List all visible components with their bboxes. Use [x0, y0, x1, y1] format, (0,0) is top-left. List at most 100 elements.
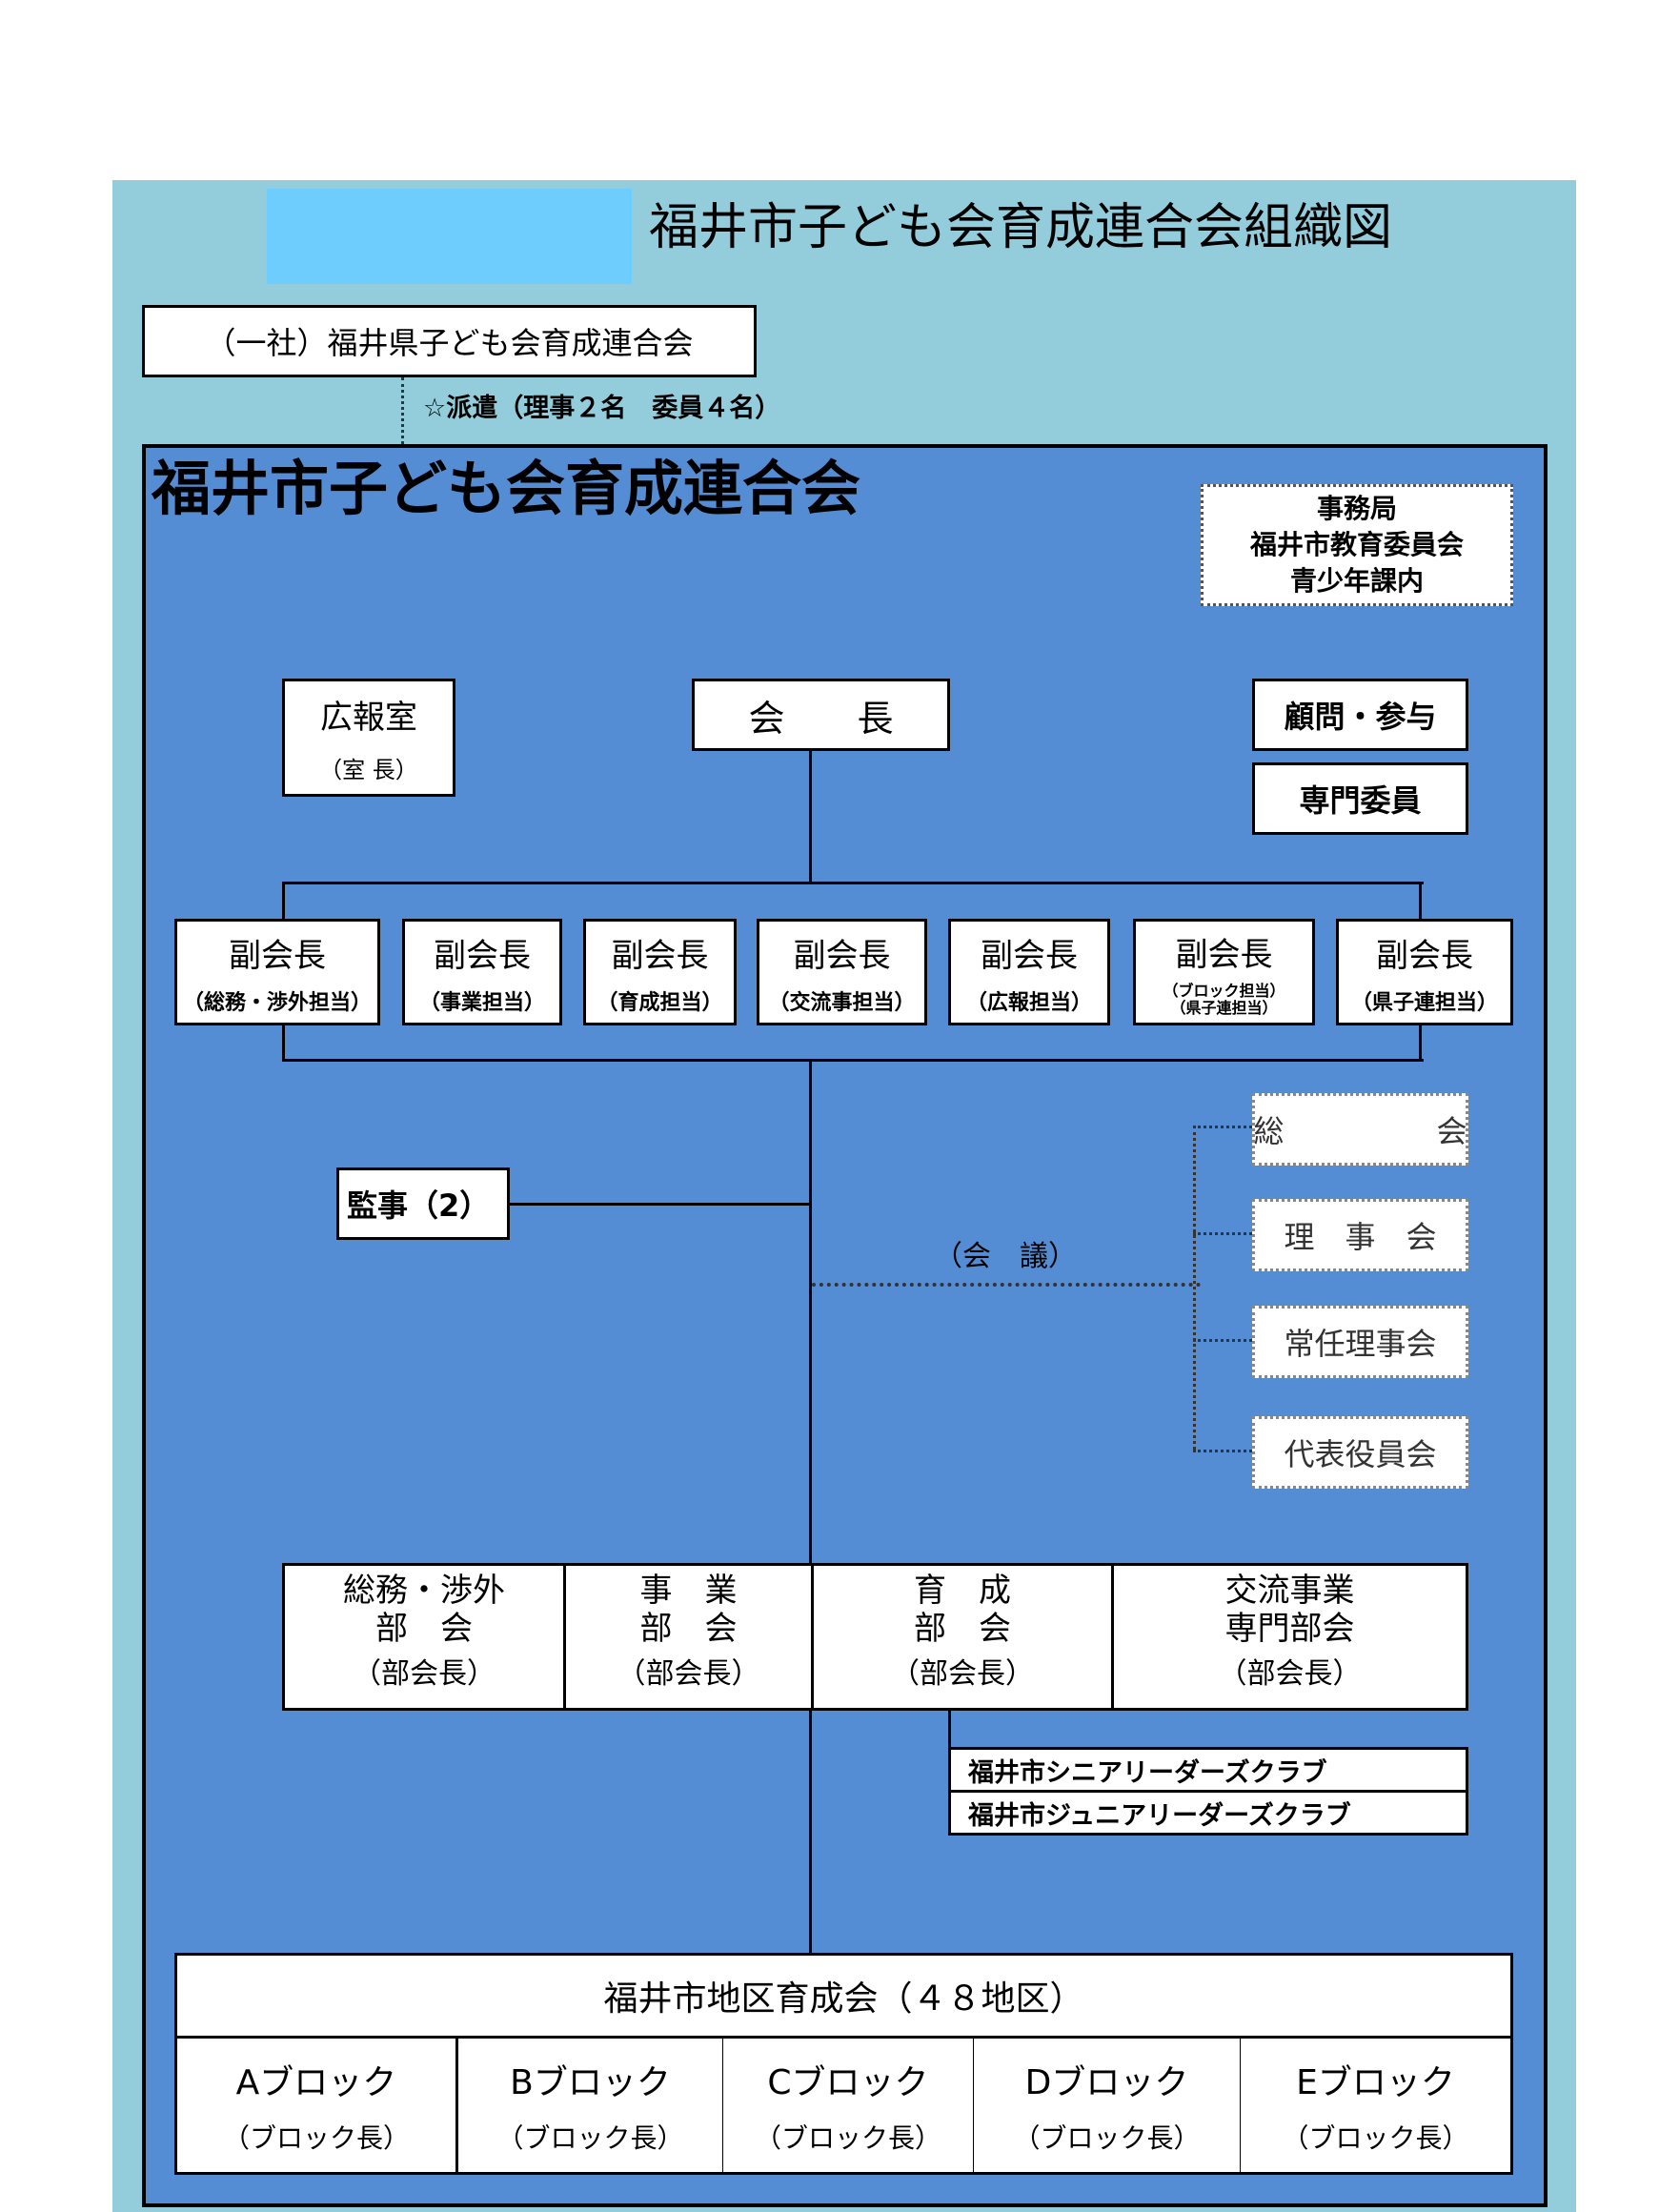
- connector: [948, 1711, 951, 1749]
- committee-name: 部 会: [639, 1610, 738, 1648]
- secretariat-line: 事務局: [1316, 493, 1397, 524]
- vice-president-box: 副会長（事業担当）: [402, 919, 562, 1025]
- vp-sub: （県子連担当）: [1350, 990, 1498, 1015]
- main-org-heading: 福井市子ども会育成連合会: [152, 454, 861, 523]
- advisors-box: 顧問・参与: [1252, 679, 1468, 751]
- committee-name: 専門部会: [1224, 1610, 1355, 1648]
- meeting-representatives: 代表役員会: [1252, 1416, 1468, 1489]
- meetings-label: （会 議）: [934, 1240, 1077, 1273]
- vp-label: 副会長: [611, 936, 709, 975]
- vp-sub: （交流事担当）: [768, 990, 916, 1015]
- meeting-general-assembly: 総 会: [1252, 1093, 1468, 1166]
- committee-box: 育 成部 会 （部会長）: [811, 1563, 1114, 1711]
- meetings-connector: [812, 1283, 1201, 1287]
- meetings-connector: [1193, 1126, 1252, 1128]
- committee-sub: （部会長）: [1218, 1657, 1362, 1691]
- vice-president-box: 副会長（広報担当）: [948, 919, 1110, 1025]
- vice-president-box: 副会長 （育成担当）: [583, 919, 737, 1025]
- vp-label: 副会長: [981, 936, 1078, 975]
- connector: [282, 1059, 1424, 1062]
- prefecture-org-label: （一社）福井県子ども会育成連合会: [205, 325, 694, 361]
- committee-sub: （部会長）: [353, 1657, 496, 1691]
- advisors-label: 顧問・参与: [1284, 699, 1437, 735]
- committee-box: 総務・渉外部 会 （部会長）: [282, 1563, 566, 1711]
- president-label: 会 長: [748, 697, 894, 740]
- connector: [282, 882, 1424, 884]
- connector: [809, 1059, 812, 1955]
- district-header: 福井市地区育成会（４８地区）: [174, 1953, 1513, 2039]
- pr-office-label: 広報室: [320, 699, 417, 737]
- block-sub: （ブロック長）: [754, 2122, 941, 2154]
- specialists-label: 専門委員: [1299, 782, 1422, 819]
- page-title: 福井市子ども会育成連合会組織図: [649, 199, 1393, 256]
- district-header-label: 福井市地区育成会（４８地区）: [603, 1979, 1084, 2019]
- vice-president-box: 副会長 （総務・渉外担当）: [174, 919, 380, 1025]
- block-cell: Dブロック （ブロック長）: [973, 2036, 1243, 2175]
- connector: [282, 882, 285, 920]
- meetings-connector: [1193, 1339, 1252, 1342]
- secretariat-line: 青少年課内: [1289, 565, 1424, 597]
- president-box: 会 長: [692, 679, 950, 751]
- secretariat-box: 事務局 福井市教育委員会 青少年課内: [1201, 484, 1513, 606]
- vp-sub: （総務・渉外担当）: [182, 990, 372, 1015]
- secretariat-line: 福井市教育委員会: [1249, 529, 1464, 560]
- meeting-label: 理 事 会: [1284, 1219, 1437, 1255]
- block-cell: Bブロック （ブロック長）: [455, 2036, 725, 2175]
- committee-name: 総務・渉外: [343, 1572, 505, 1610]
- vice-president-box: 副会長 （県子連担当）: [1336, 919, 1513, 1025]
- block-sub: （ブロック長）: [496, 2122, 684, 2154]
- vp-label: 副会長: [434, 936, 531, 975]
- vp-label: 副会長: [1376, 936, 1473, 975]
- block-label: Bブロック: [510, 2063, 671, 2102]
- meetings-connector: [1193, 1232, 1252, 1235]
- connector: [1419, 882, 1422, 920]
- block-label: Cブロック: [767, 2063, 929, 2102]
- meeting-label: 総 会: [1253, 1113, 1467, 1149]
- committee-name: 部 会: [375, 1610, 473, 1648]
- committee-name: 育 成: [914, 1572, 1011, 1610]
- committee-sub: （部会長）: [891, 1657, 1034, 1691]
- vp-label: 副会長: [793, 936, 891, 975]
- title-color-block: [267, 189, 632, 284]
- pr-office-sub: （室 長）: [319, 757, 418, 783]
- block-cell: Cブロック （ブロック長）: [722, 2036, 976, 2175]
- meetings-connector: [1193, 1126, 1196, 1450]
- block-cell: Eブロック （ブロック長）: [1240, 2036, 1513, 2175]
- committee-name: 部 会: [914, 1610, 1011, 1648]
- block-sub: （ブロック長）: [222, 2122, 410, 2154]
- meeting-board: 理 事 会: [1252, 1199, 1468, 1271]
- vp-label: 副会長: [229, 936, 326, 975]
- vp-label: 副会長: [1175, 935, 1273, 974]
- auditor-box: 監事（2）: [336, 1167, 510, 1240]
- vice-president-box: 副会長（ブロック担当）（県子連担当）: [1133, 919, 1315, 1025]
- club-label: 福井市ジュニアリーダーズクラブ: [968, 1800, 1351, 1831]
- committee-name: 交流事業: [1224, 1572, 1355, 1610]
- senior-leaders-club: 福井市シニアリーダーズクラブ: [948, 1747, 1468, 1793]
- vp-sub: （ブロック担当）: [1163, 981, 1285, 1000]
- vice-president-box: 副会長 （交流事担当）: [757, 919, 927, 1025]
- pr-office-box: 広報室 （室 長）: [282, 679, 455, 797]
- specialists-box: 専門委員: [1252, 762, 1468, 835]
- committee-sub: （部会長）: [617, 1657, 760, 1691]
- block-label: Dブロック: [1024, 2063, 1189, 2102]
- auditor-label: 監事（2）: [347, 1187, 491, 1224]
- committee-box: 事 業部 会 （部会長）: [563, 1563, 814, 1711]
- block-sub: （ブロック長）: [1282, 2122, 1469, 2154]
- block-sub: （ブロック長）: [1013, 2122, 1201, 2154]
- meeting-label: 常任理事会: [1284, 1326, 1437, 1362]
- club-label: 福井市シニアリーダーズクラブ: [968, 1757, 1327, 1788]
- block-cell: Aブロック（ブロック長）: [174, 2036, 458, 2175]
- dispatch-connector: [401, 377, 404, 444]
- dispatch-note: ☆派遣（理事２名 委員４名）: [423, 394, 781, 423]
- committee-box: 交流事業専門部会 （部会長）: [1111, 1563, 1468, 1711]
- connector: [282, 1025, 285, 1062]
- vp-sub: （育成担当）: [597, 990, 723, 1015]
- connector: [809, 751, 812, 884]
- meeting-standing-board: 常任理事会: [1252, 1306, 1468, 1378]
- meetings-connector: [1193, 1450, 1252, 1452]
- connector: [510, 1203, 811, 1206]
- prefecture-org-box: （一社）福井県子ども会育成連合会: [142, 305, 757, 377]
- committee-name: 事 業: [639, 1572, 738, 1610]
- block-label: Eブロック: [1296, 2063, 1455, 2102]
- meeting-label: 代表役員会: [1284, 1436, 1437, 1472]
